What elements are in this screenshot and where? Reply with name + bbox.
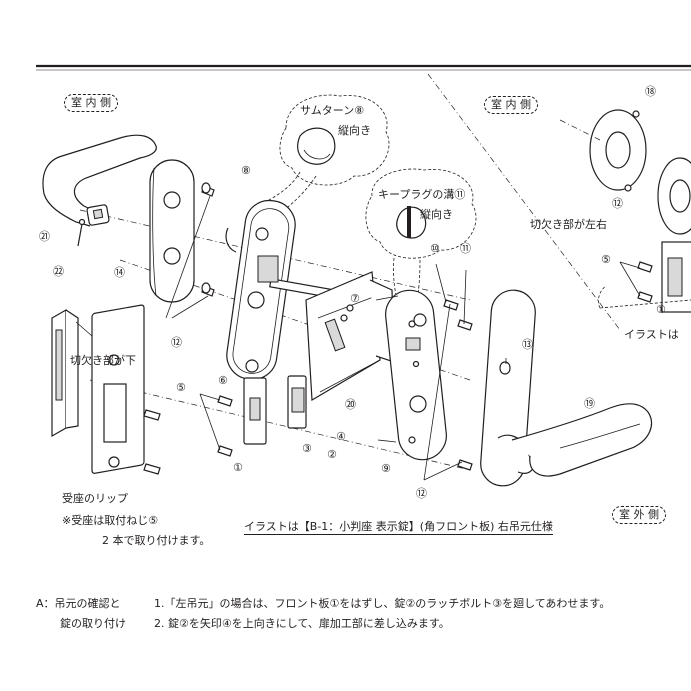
- instruction-heading-1: A：吊元の確認と: [36, 597, 121, 610]
- inside-escutcheon: [149, 159, 195, 303]
- part-number-8: ⑧: [241, 164, 251, 177]
- part-number-5-left: ⑤: [176, 381, 186, 394]
- part-number-1-right: ①: [656, 303, 666, 316]
- illustration-caption: イラストは【B-1：小判座 表示錠】(角フロント板) 右吊元仕様: [244, 520, 553, 535]
- part-number-5-right: ⑤: [601, 253, 611, 266]
- part-number-11: ⑪: [460, 242, 471, 255]
- part-number-1-left: ①: [233, 461, 243, 474]
- part-number-21: ㉑: [39, 230, 50, 243]
- thumbturn-direction: 縦向き: [338, 124, 371, 137]
- strike-note-line1: ※受座は取付ねじ⑤: [62, 514, 159, 527]
- part-number-7: ⑦: [350, 292, 360, 305]
- thumbturn-callout: [249, 94, 390, 223]
- part-number-12-left: ⑫: [171, 336, 182, 349]
- inside-label-right: 室 内 側: [484, 96, 538, 114]
- part-number-2: ②: [327, 448, 337, 461]
- part-number-4: ④: [336, 430, 346, 443]
- lock-body: [287, 271, 395, 429]
- strike-lip-label: 受座のリップ: [62, 492, 128, 505]
- inside-label-left: 室 内 側: [64, 94, 118, 112]
- part-number-13: ⑬: [522, 338, 533, 351]
- part-number-3: ③: [302, 442, 312, 455]
- part-number-22: ㉒: [53, 265, 64, 278]
- part-number-20: ⑳: [345, 398, 356, 411]
- part-number-12-far: ⑫: [612, 197, 623, 210]
- strike-note-line2: 2 本で取り付けます。: [102, 534, 211, 547]
- escutcheon-screws: [165, 182, 215, 319]
- inside-lever-handle: [42, 134, 157, 247]
- outside-screws: [423, 263, 473, 481]
- part-number-10: ⑩: [430, 242, 440, 255]
- front-plate-group: [199, 377, 267, 457]
- instruction-heading-2: 錠の取り付け: [60, 617, 126, 630]
- notch-down-label: 切欠き部が下: [70, 354, 136, 367]
- right-section-parts: [559, 109, 691, 313]
- keyplug-direction: 縦向き: [420, 208, 453, 221]
- thumbturn-label: サムターン⑧: [300, 104, 365, 117]
- part-number-14: ⑭: [114, 266, 125, 279]
- part-number-9: ⑨: [381, 462, 391, 475]
- strike-plate-assembly: [51, 304, 161, 475]
- section-divider: [427, 73, 621, 331]
- instruction-step-2: 2. 錠②を矢印④を上向きにして、扉加工部に差し込みます。: [154, 617, 450, 630]
- outside-escutcheon-lever: [480, 289, 653, 487]
- part-number-12-right: ⑫: [416, 487, 427, 500]
- outside-mounting-plate: [375, 289, 447, 461]
- instruction-step-1: 1.「左吊元」の場合は、フロント板①をはずし、錠②のラッチボルト③を廻してあわせ…: [154, 597, 611, 610]
- inside-mounting-plate: [225, 199, 331, 381]
- outside-label: 室 外 側: [612, 506, 666, 524]
- part-number-6: ⑥: [218, 374, 228, 387]
- part-number-18: ⑱: [645, 85, 656, 98]
- part-number-19: ⑲: [584, 397, 595, 410]
- keyplug-callout: [365, 168, 477, 319]
- notch-sides-label: 切欠き部が左右: [530, 218, 607, 231]
- illustration-note-cut: イラストは: [624, 328, 679, 341]
- keyplug-label: キープラグの溝⑪: [378, 188, 466, 201]
